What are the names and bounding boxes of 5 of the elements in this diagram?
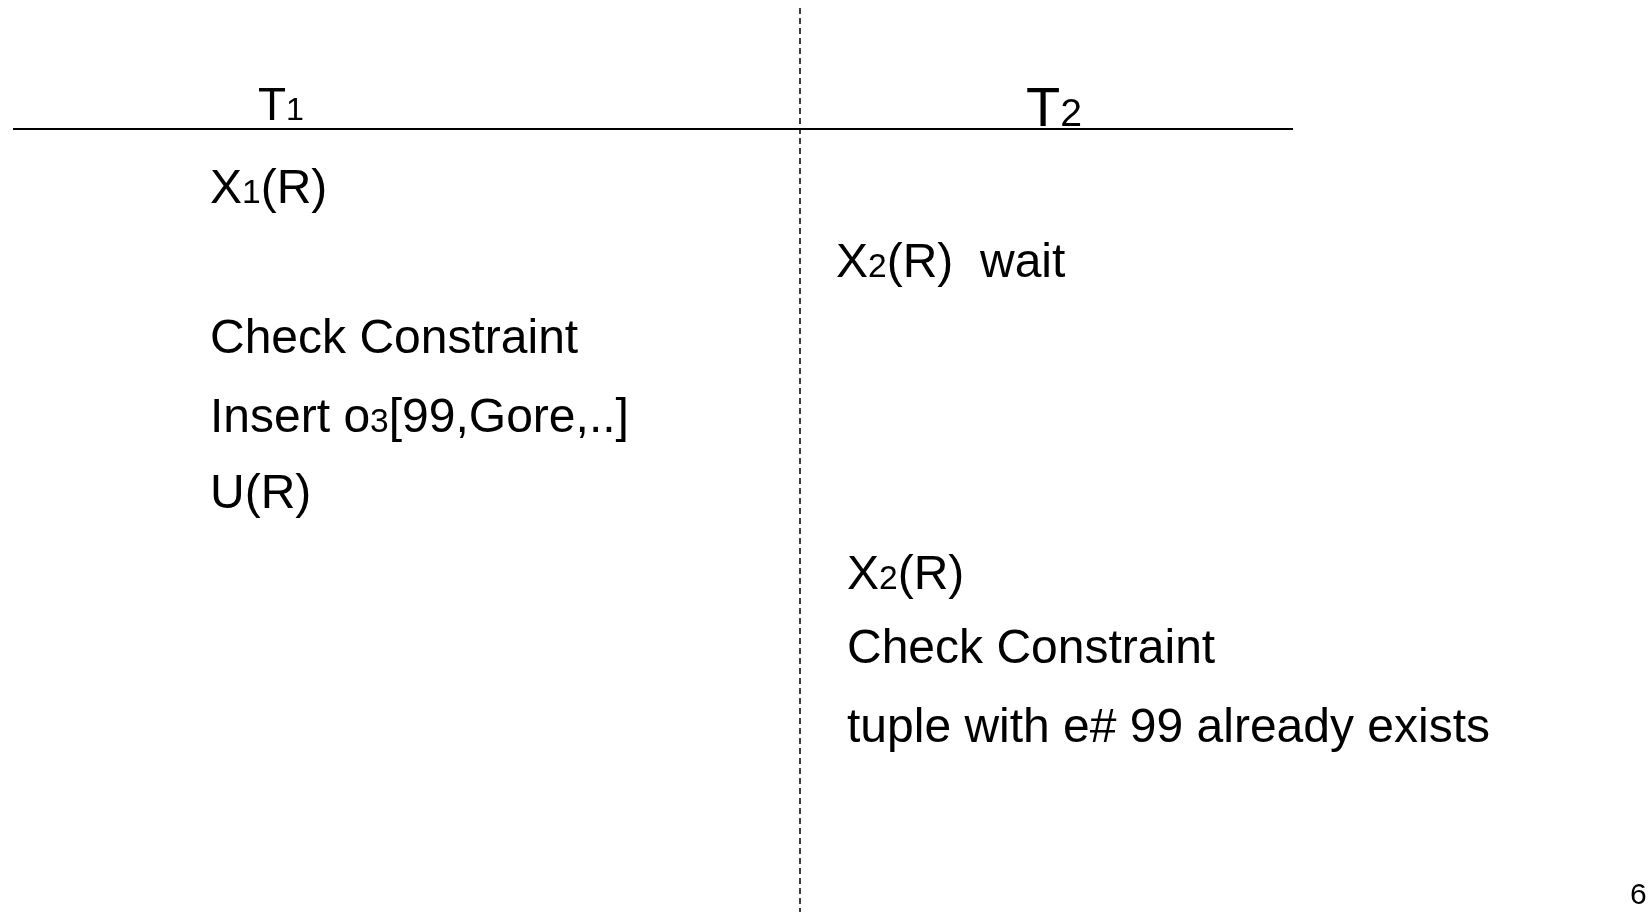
operation-text: U(R) <box>210 464 312 520</box>
page-number: 6 <box>1630 876 1647 912</box>
operation-text: Check Constraint <box>210 309 579 365</box>
operation-text: Check Constraint <box>847 619 1216 675</box>
operation-text: tuple with e# 99 already exists <box>847 698 1491 754</box>
